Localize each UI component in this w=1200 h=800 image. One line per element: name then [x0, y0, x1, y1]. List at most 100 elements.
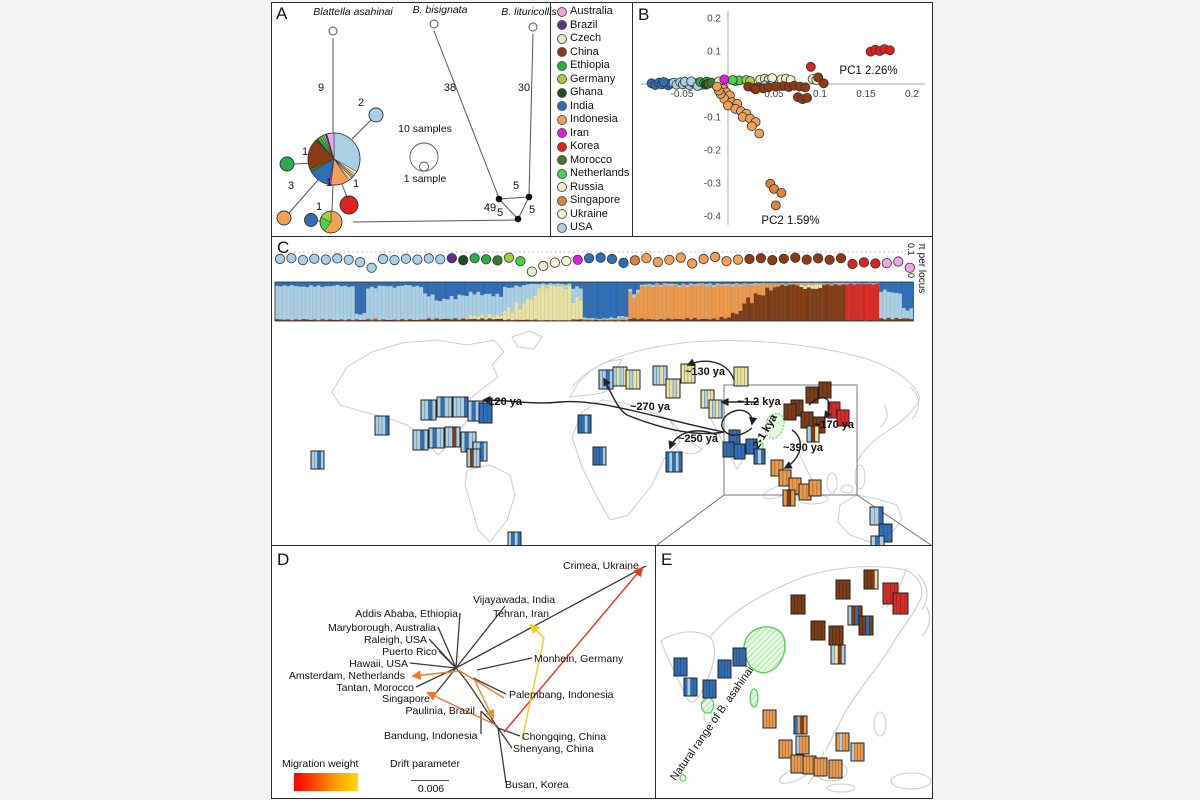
admixture-bar: [635, 281, 640, 290]
sample-bar-stripe: [799, 735, 803, 755]
sample-bar-stripe: [625, 369, 630, 390]
sample-site-marker: [808, 479, 822, 497]
migration-time-label: ~170 ya: [814, 419, 855, 431]
admixture-bar: [673, 284, 678, 320]
pi-circle-Indonesia: [664, 254, 675, 265]
admixture-bar: [727, 284, 732, 318]
admixture-bar: [312, 281, 317, 287]
legend-dot-singapore: [557, 195, 567, 206]
panel-c-label: C: [277, 238, 290, 257]
pi-circle-India: [595, 252, 606, 263]
admixture-bar: [799, 283, 804, 285]
legend-label: Czech: [570, 32, 602, 44]
drift-parameter-label: Drift parameter: [390, 758, 461, 770]
admixture-bar: [586, 281, 591, 319]
haplotype-node-Ethiopia: [279, 156, 295, 172]
pi-circle-Indonesia: [652, 257, 663, 268]
admixture-bar: [468, 291, 473, 315]
admixture-bar: [844, 282, 849, 285]
legend-dot-netherlands: [557, 168, 567, 179]
population-label: Chongqing, China: [522, 731, 606, 743]
sample-bar-stripe: [847, 605, 852, 626]
legend-item-ghana: Ghana: [557, 87, 632, 98]
admixture-bar: [479, 313, 485, 319]
admixture-bar: [369, 286, 374, 320]
sample-site-marker: [870, 535, 885, 545]
sample-bar-stripe: [690, 677, 694, 697]
pi-circle-India: [618, 257, 629, 269]
admixture-bar: [654, 284, 659, 320]
admixture-bar: [814, 283, 819, 285]
admixture-bar: [476, 316, 481, 320]
legend-item-russia: Russia: [557, 181, 632, 193]
sample-bar-stripe: [706, 679, 710, 699]
admixture-bar: [719, 285, 724, 318]
admixture-bar: [597, 281, 602, 320]
tree-edge: [476, 657, 533, 671]
sample-bar-stripe: [733, 366, 738, 387]
sample-bar-stripe: [790, 489, 796, 507]
admixture-bar: [795, 283, 800, 286]
sample-site-marker: [702, 679, 717, 699]
tree-edge: [497, 727, 513, 749]
admixture-bar: [822, 284, 827, 322]
admixture-bar: [274, 281, 279, 286]
admixture-bar: [742, 284, 747, 304]
admixture-bar: [384, 286, 390, 321]
legend-item-usa: USA: [557, 222, 632, 233]
admixture-bar: [426, 318, 431, 322]
sample-bar-stripe: [632, 369, 637, 390]
main-haplotype-pie-outline: [307, 132, 361, 186]
admixture-bar: [651, 281, 656, 285]
admixture-bar: [464, 281, 469, 297]
admixture-bar: [468, 281, 473, 292]
admixture-bar: [624, 281, 629, 318]
admixture-bar: [301, 281, 306, 287]
admixture-bar: [765, 284, 770, 288]
population-label: Paulinia, Brazil: [406, 705, 475, 717]
sample-bar-stripe: [736, 429, 741, 446]
admixture-bar: [563, 288, 568, 321]
legend-item-indonesia: Indonesia: [557, 114, 632, 125]
admixture-bar: [339, 281, 344, 287]
legend-item-india: India: [557, 100, 632, 112]
admixture-bar: [909, 281, 914, 309]
legend-label: Korea: [570, 140, 600, 152]
admixture-bar: [297, 286, 302, 320]
admixture-bar: [692, 286, 697, 319]
sample-bar-stripe: [875, 535, 880, 545]
pi-circle-USA: [343, 254, 354, 265]
edge-count-label: 5: [513, 180, 519, 192]
admixture-bar: [635, 289, 640, 294]
sample-bar-stripe: [424, 429, 429, 451]
admixture-bar: [335, 284, 340, 321]
admixture-bar: [510, 312, 515, 321]
admixture-bar: [635, 293, 640, 320]
pi-circle-Indonesia: [732, 254, 744, 265]
sample-bar-stripe: [862, 615, 867, 636]
pca-x-tick: 0.1: [813, 89, 827, 100]
admixture-bar: [400, 281, 405, 286]
admixture-bar: [620, 315, 625, 319]
sample-bar-stripe: [785, 739, 789, 759]
admixture-bar: [772, 287, 777, 322]
sample-bar-stripe: [837, 644, 842, 665]
admixture-bar: [803, 283, 808, 286]
admixture-bar: [571, 288, 576, 304]
admixture-bar: [863, 283, 868, 321]
admixture-bar: [479, 281, 485, 296]
admixture-bar: [632, 317, 637, 322]
admixture-bar: [521, 284, 526, 304]
sample-bar-stripe: [774, 459, 780, 477]
population-label: Monhein, Germany: [534, 653, 624, 665]
sample-bar-stripe: [834, 644, 839, 665]
admixture-bar: [677, 281, 682, 286]
admixture-bar: [685, 281, 690, 285]
pi-circle-USA: [400, 253, 411, 264]
coastline: [571, 399, 681, 521]
island: [826, 783, 856, 793]
sample-bar-stripe: [629, 369, 634, 390]
migration-arrow: [686, 358, 735, 381]
admixture-bar: [335, 281, 340, 286]
